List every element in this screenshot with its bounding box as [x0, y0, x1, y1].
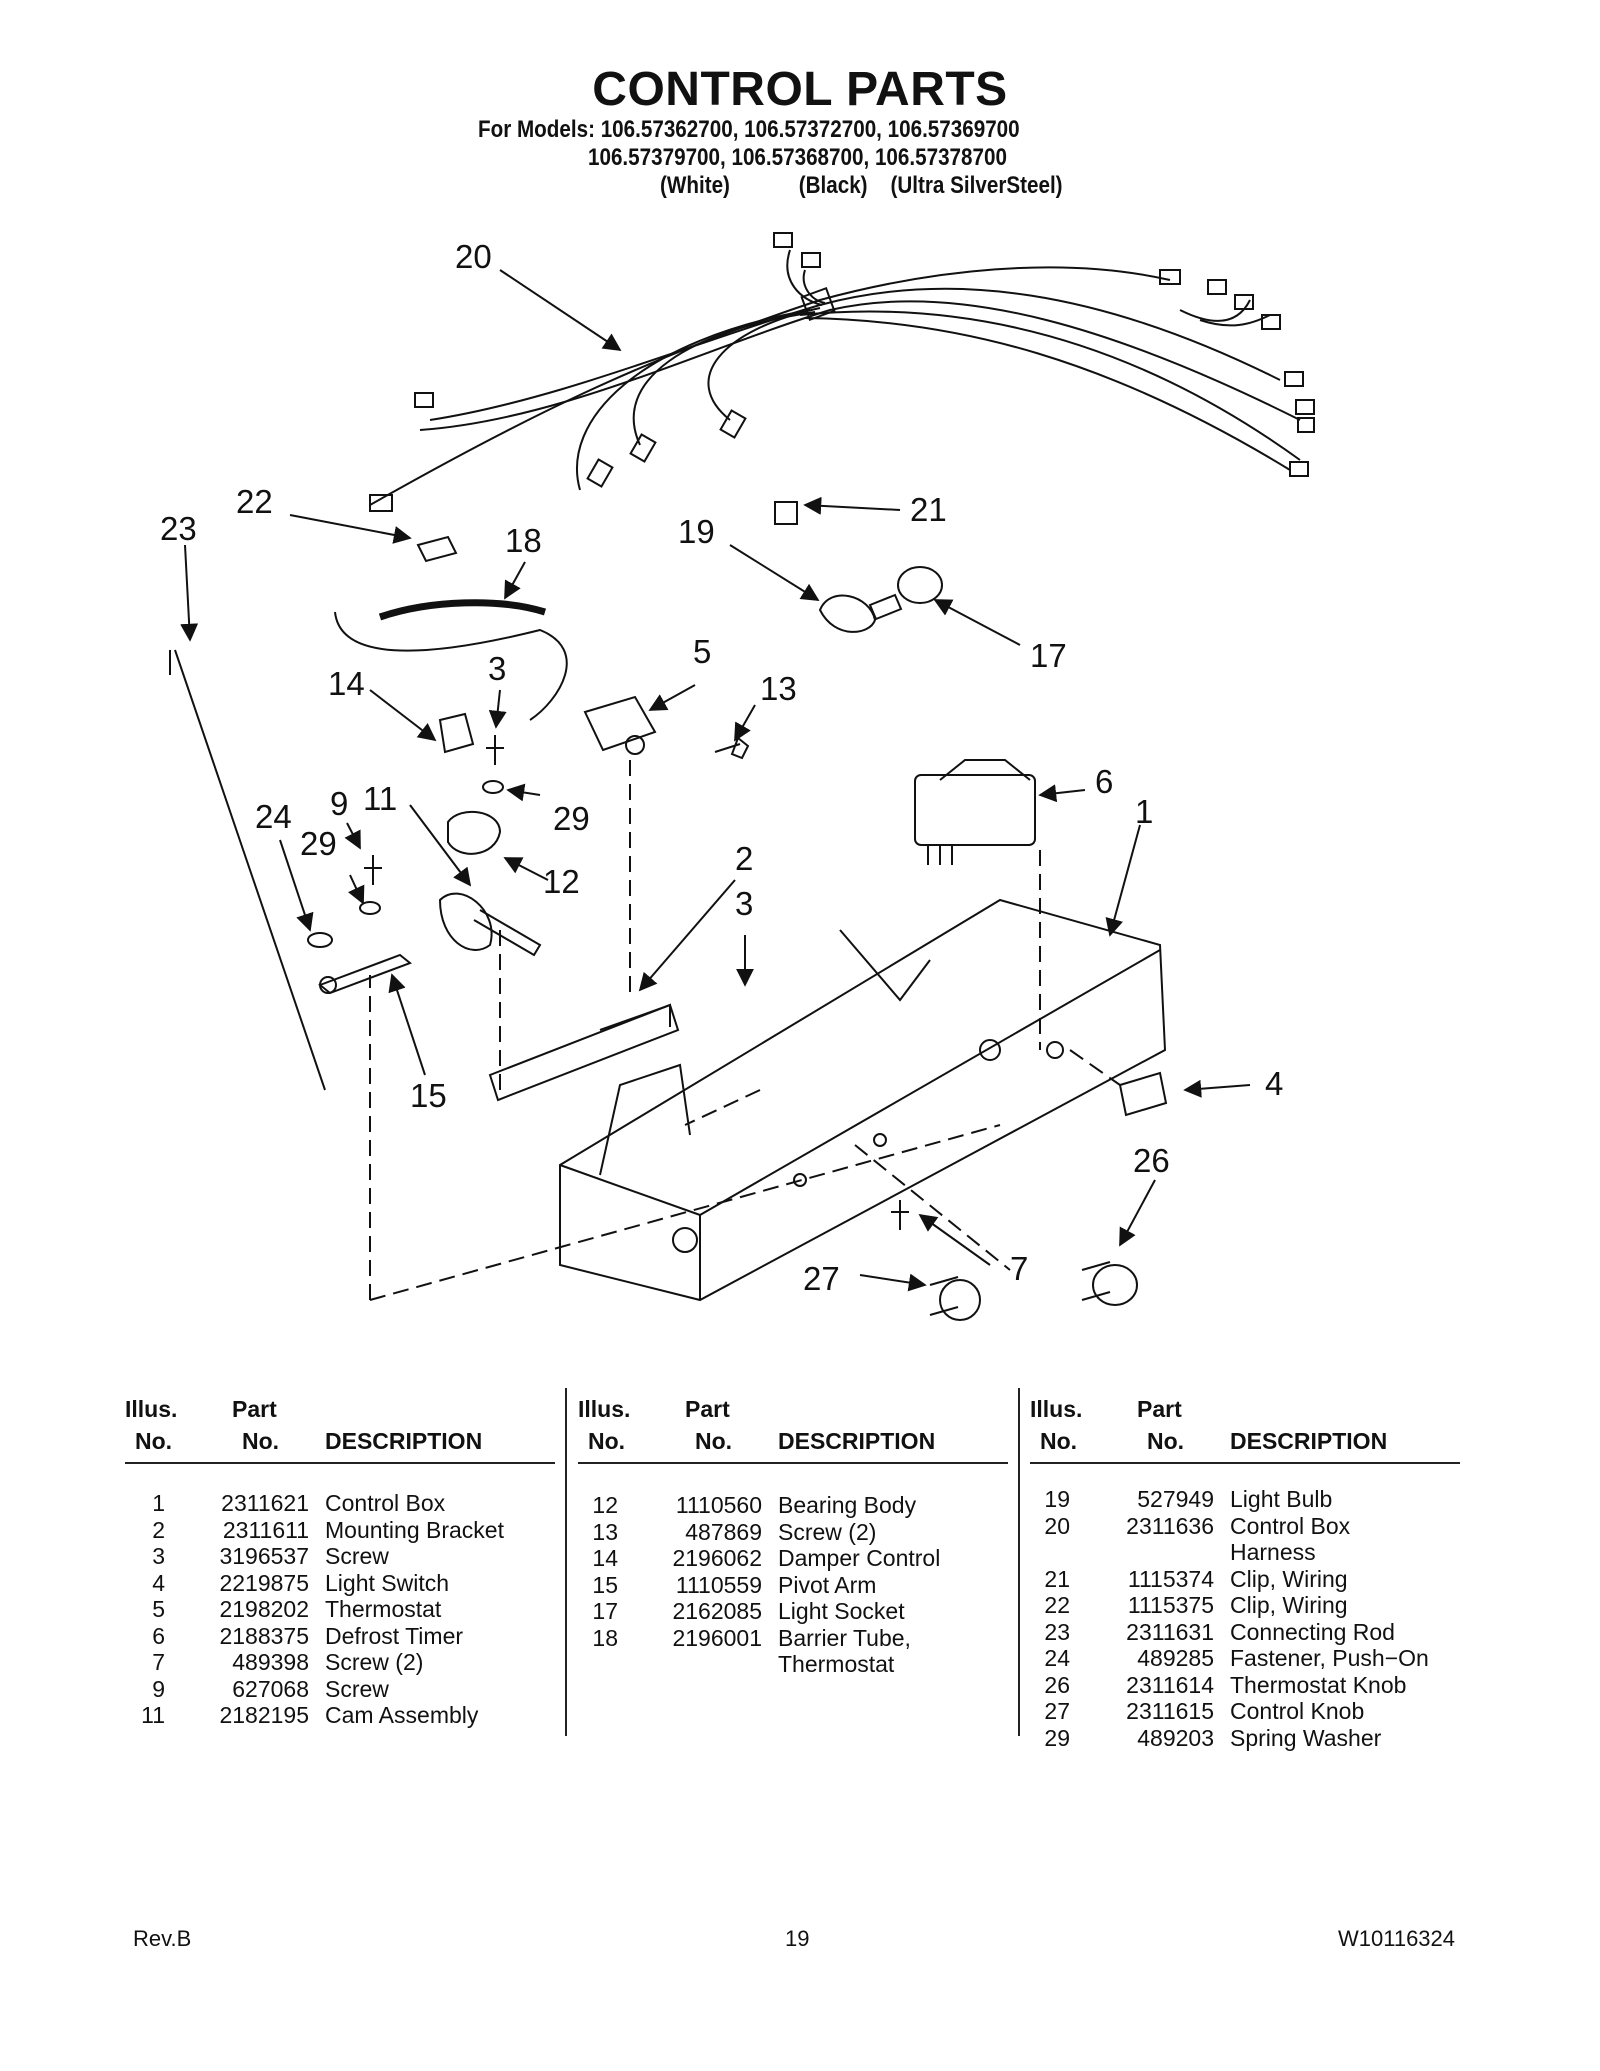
callout-13: 13	[760, 670, 797, 707]
footer-document-id: W10116324	[1338, 1926, 1456, 1951]
wiring-harness	[369, 232, 1315, 512]
callout-11: 11	[363, 780, 397, 817]
callout-3b: 3	[735, 885, 753, 922]
callout-27: 27	[803, 1260, 840, 1297]
callout-3a: 3	[488, 650, 506, 687]
callout-29b: 29	[300, 825, 337, 862]
callout-2: 2	[735, 840, 753, 877]
footer-page-number: 19	[785, 1926, 810, 1951]
callout-7: 7	[1010, 1250, 1028, 1287]
callout-24: 24	[255, 798, 292, 835]
callout-12: 12	[543, 863, 580, 900]
callout-4: 4	[1265, 1065, 1283, 1102]
callout-5: 5	[693, 633, 711, 670]
callout-14: 14	[328, 665, 365, 702]
page-title: CONTROL PARTS	[592, 63, 1008, 116]
exploded-parts-diagram: 20 22 23 18 19 21 17 14 3 5 13 9 11 29 2…	[160, 232, 1315, 1321]
callout-23: 23	[160, 510, 197, 547]
table-row: Harness	[1230, 1539, 1316, 1565]
table-header: Illus. No. Part No. DESCRIPTION	[1030, 1390, 1460, 1464]
footer-revision: Rev.B	[133, 1926, 192, 1951]
table-header: Illus. No. Part No. DESCRIPTION	[578, 1390, 1008, 1464]
callout-22: 22	[236, 483, 273, 520]
callout-6: 6	[1095, 763, 1113, 800]
callout-17: 17	[1030, 637, 1067, 674]
table-row: Thermostat	[778, 1651, 895, 1677]
models-line-3: (White) (Black) (Ultra SilverSteel)	[660, 172, 1063, 199]
table-header: Illus. No. Part No. DESCRIPTION	[125, 1390, 555, 1464]
callout-18: 18	[505, 522, 542, 559]
callout-19: 19	[678, 513, 715, 550]
callout-9: 9	[330, 785, 348, 822]
callout-15: 15	[410, 1077, 447, 1114]
callout-26: 26	[1133, 1142, 1170, 1179]
callout-21: 21	[910, 491, 947, 528]
column-divider	[565, 1388, 567, 1736]
models-line-2: 106.57379700, 106.57368700, 106.57378700	[588, 144, 1007, 171]
callout-29a: 29	[553, 800, 590, 837]
column-divider	[1018, 1388, 1020, 1736]
callout-1: 1	[1135, 793, 1153, 830]
callout-20: 20	[455, 238, 492, 275]
models-line-1: For Models: 106.57362700, 106.57372700, …	[478, 116, 1020, 143]
